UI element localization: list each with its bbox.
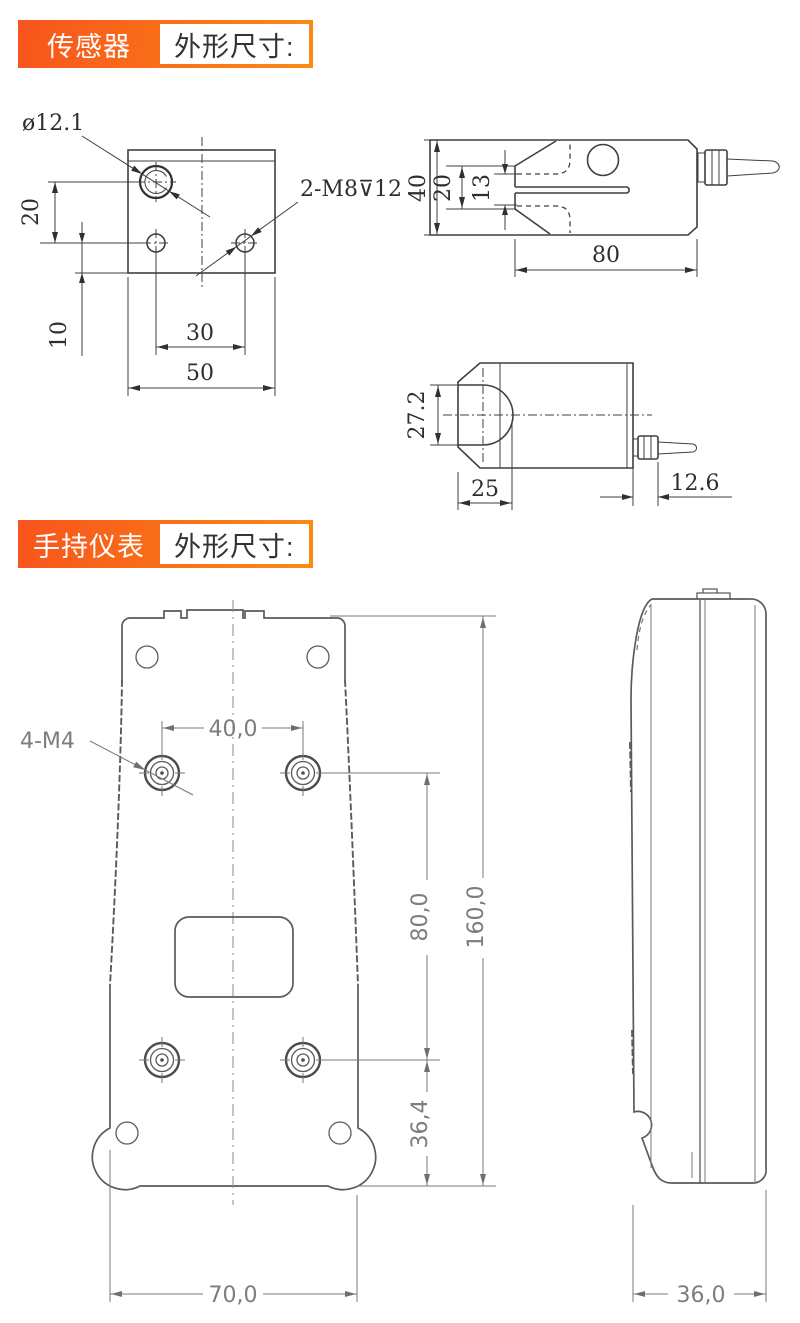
dim-label-30: 30 [186,321,214,346]
dim-label-20: 20 [19,198,44,226]
dim-label-40: 40 [406,174,431,202]
sensor-section-header: 传感器 外形尺寸: [18,20,313,68]
sensor-section-title: 外形尺寸: [160,24,309,64]
sensor-end-view: 27.2 25 12.6 [405,362,732,510]
meter-front-view: 40,0 4-M4 80,0 160,0 3 [20,600,496,1308]
dim-label-36-0: 36,0 [677,1283,726,1308]
dim-label-10: 10 [47,321,72,349]
meter-dimension-drawing: 40,0 4-M4 80,0 160,0 3 [20,588,767,1308]
meter-side-view: 36,0 [629,588,767,1308]
dim-label-80-0: 80,0 [408,893,433,942]
dim-label-25: 25 [471,477,499,502]
dim-label-70-0: 70,0 [209,1283,258,1308]
mounting-boss [280,1037,326,1083]
dim-label-40-0: 40,0 [209,717,258,742]
sensor-badge: 传感器 [47,31,131,62]
sensor-dimension-drawing: ø12.1 2-M8⊽12 20 10 30 [19,111,780,510]
mounting-boss [280,750,326,796]
mounting-boss [139,1037,185,1083]
dim-label-13: 13 [470,174,495,202]
sensor-side-view: 40 20 13 80 [406,139,780,277]
dim-label-80: 80 [592,243,620,268]
dim-label-thread: 2-M8⊽12 [300,177,402,202]
dim-label-50: 50 [186,361,214,386]
dim-label-36-4: 36,4 [408,1100,433,1149]
dim-label-side-20: 20 [431,174,456,202]
dim-label-27-2: 27.2 [405,391,430,440]
dim-label-hole-dia: ø12.1 [22,111,84,136]
meter-section-header: 手持仪表 外形尺寸: [18,520,313,568]
dim-label-12-6: 12.6 [671,471,720,496]
mounting-boss [139,750,185,796]
dim-label-4-m4: 4-M4 [20,729,75,754]
sensor-top-view: ø12.1 2-M8⊽12 20 10 30 [19,111,402,396]
meter-section-title: 外形尺寸: [160,524,309,564]
meter-badge: 手持仪表 [33,531,145,562]
dim-label-160-0: 160,0 [464,886,489,949]
